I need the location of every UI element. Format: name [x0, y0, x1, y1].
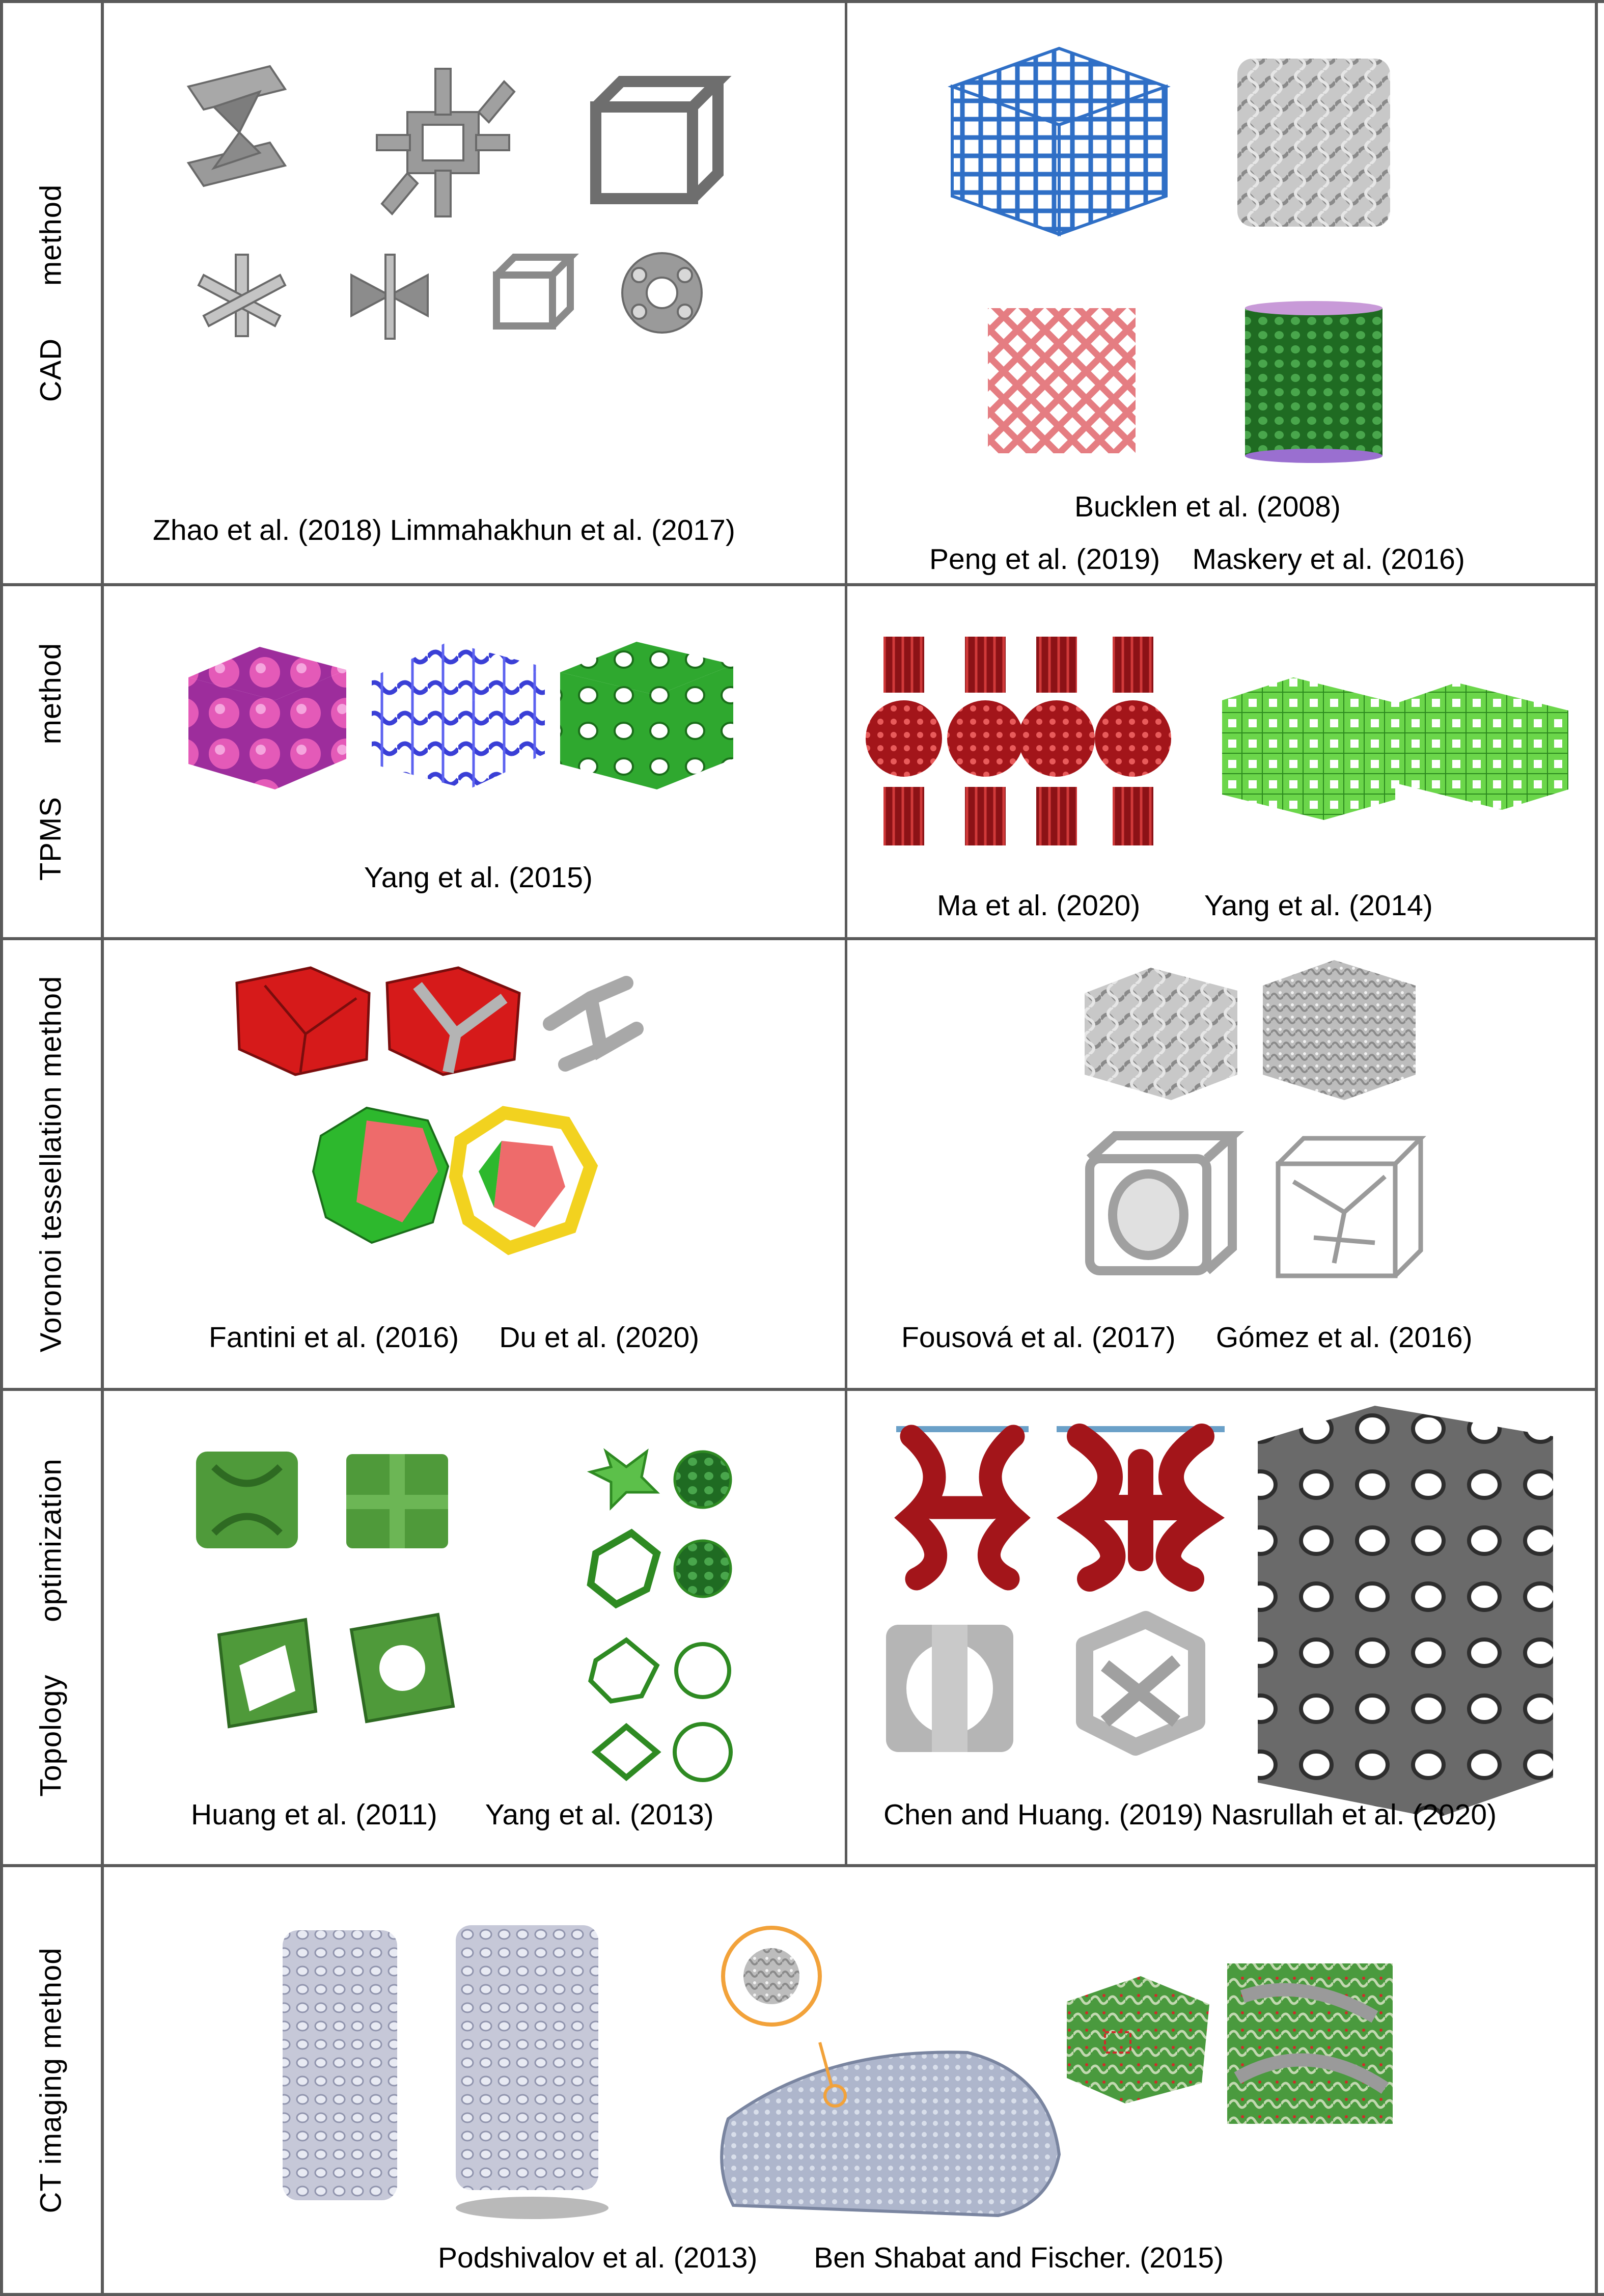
green-topo-cell-4	[349, 1612, 455, 1724]
pink-diamond-lattice	[988, 308, 1136, 453]
cad-cell-cube-frame	[590, 76, 732, 204]
ct-green-scaffold	[1067, 1976, 1209, 2103]
tpms-left-structures	[188, 642, 733, 789]
cad-cell-star	[197, 254, 287, 337]
cad-cell-hourglass	[186, 65, 287, 187]
row-divider-3	[0, 1388, 1598, 1391]
topology-right-structures	[886, 1406, 1553, 1818]
green-cylinder-lattice	[1245, 301, 1382, 463]
green-topo-cell-2	[346, 1454, 448, 1548]
cad-cell-cross-cube	[376, 68, 516, 217]
red-topo-column-1	[894, 1425, 1031, 1591]
tpms-blue-cube	[372, 642, 545, 789]
ct-cylinder-2	[456, 1925, 609, 2219]
topology-left-structures	[196, 1448, 733, 1782]
grey-voronoi-cube-1	[1085, 1131, 1245, 1275]
cad-left-citation: Zhao et al. (2018) Limmahakhun et al. (2…	[153, 514, 735, 546]
voronoi-left-structures	[235, 966, 644, 1255]
cad-left-unit-cells	[186, 65, 732, 340]
ct-imaging-structures	[283, 1925, 1393, 2219]
red-topo-column-2	[1056, 1424, 1225, 1592]
tpms-right-structures	[866, 637, 1568, 845]
blue-lattice-cube	[948, 46, 1171, 237]
voronoi-right-citation: Fousová et al. (2017) Gómez et al. (2016…	[901, 1321, 1473, 1354]
green-red-polyhedron	[312, 1106, 450, 1244]
row-divider-1	[0, 583, 1598, 586]
cad-right-citation-top: Bucklen et al. (2008)	[1074, 490, 1341, 523]
red-voronoi-cube-1	[235, 966, 371, 1076]
grey-topo-cube-1	[886, 1625, 1013, 1752]
row-divider-4	[0, 1864, 1598, 1867]
ct-green-closeup	[1227, 1963, 1393, 2124]
green-topo-cell-1	[196, 1452, 298, 1548]
center-column-divider	[845, 0, 847, 1864]
tpms-left-citation: Yang et al. (2015)	[364, 861, 593, 894]
cad-right-citation-bottom: Peng et al. (2019) Maskery et al. (2016)	[929, 543, 1465, 576]
ct-bone-slice	[720, 1926, 1061, 2218]
tpms-right-citation: Ma et al. (2020) Yang et al. (2014)	[937, 889, 1433, 922]
ct-cylinder-1	[283, 1930, 397, 2200]
yellow-voronoi-cage	[449, 1106, 598, 1255]
voronoi-left-citation: Fantini et al. (2016) Du et al. (2020)	[209, 1321, 700, 1354]
voronoi-right-structures	[1085, 960, 1426, 1278]
cad-cell-rounded	[621, 252, 703, 334]
topology-left-citation: Huang et al. (2011) Yang et al. (2013)	[191, 1798, 714, 1831]
grey-random-foam-1	[1085, 968, 1237, 1100]
grey-topo-cube-2	[1076, 1611, 1205, 1756]
cad-cell-small-frame	[493, 254, 579, 330]
table-border-top	[0, 0, 1604, 3]
table-border-bottom	[0, 2293, 1604, 2296]
lime-lattice-blocks	[1222, 677, 1568, 820]
red-cylinders-grid	[866, 637, 1171, 845]
grey-voronoi-cube-2	[1276, 1136, 1426, 1278]
topology-right-citation: Chen and Huang. (2019) Nasrullah et al. …	[883, 1798, 1497, 1831]
table-border-right	[1595, 0, 1598, 2296]
grey-voronoi-strut	[543, 976, 644, 1072]
cad-cell-bowtie	[350, 254, 429, 340]
green-topo-cell-3	[217, 1618, 318, 1729]
tpms-magenta-cube	[188, 647, 346, 789]
green-small-lattices	[587, 1448, 733, 1782]
grey-irregular-lattice	[1237, 59, 1390, 227]
row-divider-2	[0, 937, 1598, 940]
label-column-divider	[101, 0, 104, 2296]
grey-topo-large-block	[1258, 1406, 1553, 1818]
ct-citation: Podshivalov et al. (2013) Ben Shabat and…	[438, 2242, 1224, 2274]
grey-random-foam-2	[1263, 960, 1416, 1100]
cad-right-lattices	[948, 46, 1390, 463]
tpms-green-cube	[560, 642, 733, 789]
red-voronoi-cube-2	[385, 966, 521, 1076]
table-border-left	[0, 0, 3, 2296]
